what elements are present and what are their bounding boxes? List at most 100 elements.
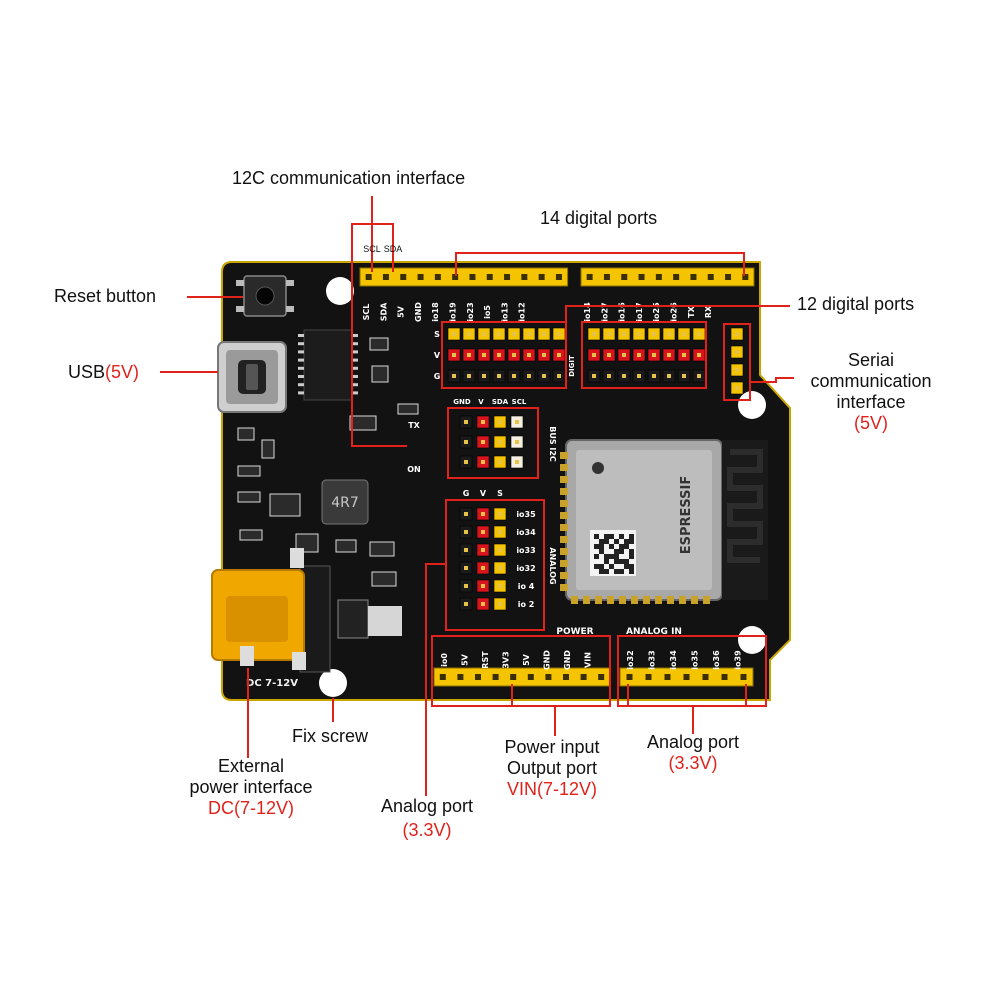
- pin-tip: [557, 374, 561, 378]
- module-pad: [560, 524, 568, 531]
- pin-tip: [464, 584, 468, 588]
- callout-external-power: External power interface DC(7-12V): [172, 756, 330, 819]
- module-pad: [655, 596, 662, 604]
- chip-pin: [298, 358, 304, 362]
- esp32-module: ESPRESSIF: [560, 439, 768, 604]
- header-socket: [486, 274, 493, 280]
- header-socket: [527, 674, 534, 680]
- box-serial: [723, 323, 751, 401]
- line-digital14: [455, 252, 745, 276]
- smd-components: [237, 337, 419, 587]
- header-socket: [510, 674, 517, 680]
- pin-tip: [482, 353, 486, 357]
- header-socket: [521, 274, 528, 280]
- pin-tip: [498, 602, 502, 606]
- qr-cell: [624, 559, 629, 564]
- pin-tip: [498, 420, 502, 424]
- pin-tip: [498, 584, 502, 588]
- module-pad: [643, 596, 650, 604]
- qr-cell: [609, 534, 614, 539]
- line-analog-right: [627, 684, 747, 707]
- header-power: [433, 667, 611, 687]
- reset-label: Reset button: [54, 286, 157, 306]
- header-socket: [725, 274, 732, 280]
- qr-cell: [614, 554, 619, 559]
- callout-fix-screw: Fix screw: [292, 726, 368, 747]
- ext-line2: power interface: [189, 777, 313, 797]
- pin-tip: [667, 353, 671, 357]
- qr-cell: [629, 534, 634, 539]
- header-top-left: [359, 267, 569, 287]
- callout-digital12: 12 digital ports: [797, 294, 914, 315]
- silk-analog-row: io 4: [518, 582, 535, 591]
- pin-tip: [592, 374, 596, 378]
- module-pad: [560, 476, 568, 483]
- dc-power-jack: DC 7-12V: [211, 548, 331, 689]
- qr-cell: [614, 549, 619, 554]
- pin-tip: [482, 374, 486, 378]
- pin-tip: [542, 374, 546, 378]
- analog-right-voltage: (3.3V): [668, 753, 718, 773]
- pin-tip: [464, 548, 468, 552]
- pin-tip: [498, 548, 502, 552]
- qr-cell: [629, 539, 634, 544]
- silk-gvs: S: [497, 489, 503, 498]
- silk-bottom-left-pin: GND: [543, 650, 552, 670]
- pin-tip: [497, 332, 501, 336]
- usb-serial-chip: [298, 329, 358, 401]
- pin-tip: [498, 530, 502, 534]
- analog-right-line1: Analog port: [646, 732, 740, 752]
- pin-tip: [652, 374, 656, 378]
- qr-cell: [629, 569, 634, 574]
- silk-top-right-pin: io27: [600, 302, 609, 321]
- header-socket: [382, 274, 389, 280]
- pin-tip: [464, 420, 468, 424]
- pin-tip: [527, 374, 531, 378]
- line-power: [511, 684, 611, 707]
- pin-tip: [515, 420, 519, 424]
- pin-tip: [515, 440, 519, 444]
- qr-cell: [614, 539, 619, 544]
- header-top-right: [580, 267, 755, 287]
- pin-tip: [697, 353, 701, 357]
- qr-cell: [619, 569, 624, 574]
- power-line1: Power input: [504, 737, 600, 757]
- header-socket: [638, 274, 645, 280]
- silk-bus-i2c: BUS I2C: [548, 426, 557, 462]
- pin-tip: [557, 353, 561, 357]
- callout-digital14: 14 digital ports: [540, 208, 657, 229]
- analog-left-voltage: (3.3V): [402, 820, 452, 840]
- silk-svg-row: V: [434, 351, 441, 360]
- header-analog-in: [619, 667, 754, 687]
- pin-tip: [682, 353, 686, 357]
- silk-top-left-pin: io5: [483, 305, 492, 319]
- chip-pin: [352, 334, 358, 337]
- module-pad: [560, 464, 568, 471]
- pin-tip: [637, 374, 641, 378]
- pin-tip: [667, 374, 671, 378]
- header-socket: [417, 274, 424, 280]
- pin-tip: [637, 332, 641, 336]
- module-pad: [595, 596, 602, 604]
- ext-line1: External: [217, 756, 285, 776]
- pin-tip: [467, 353, 471, 357]
- dc-silk-label: DC 7-12V: [246, 678, 298, 689]
- pcb-board: 4R7 DC 7-12V ESPRESSIF: [211, 261, 791, 701]
- chip-pin: [298, 366, 304, 370]
- qr-cell: [599, 564, 604, 569]
- qr-cell: [609, 544, 614, 549]
- pin-tip: [481, 602, 485, 606]
- header-socket: [538, 274, 545, 280]
- silk-analog-row: io 2: [518, 600, 535, 609]
- qr-cell: [599, 569, 604, 574]
- digital14-label: 14 digital ports: [540, 208, 658, 228]
- pin-tip: [464, 602, 468, 606]
- box-digital-right: [581, 321, 707, 389]
- digital12-label: 12 digital ports: [797, 294, 915, 314]
- qr-cell: [629, 549, 634, 554]
- module-pad: [679, 596, 686, 604]
- header-socket: [626, 674, 633, 680]
- chip-pin: [298, 334, 304, 337]
- pin-tip: [557, 332, 561, 336]
